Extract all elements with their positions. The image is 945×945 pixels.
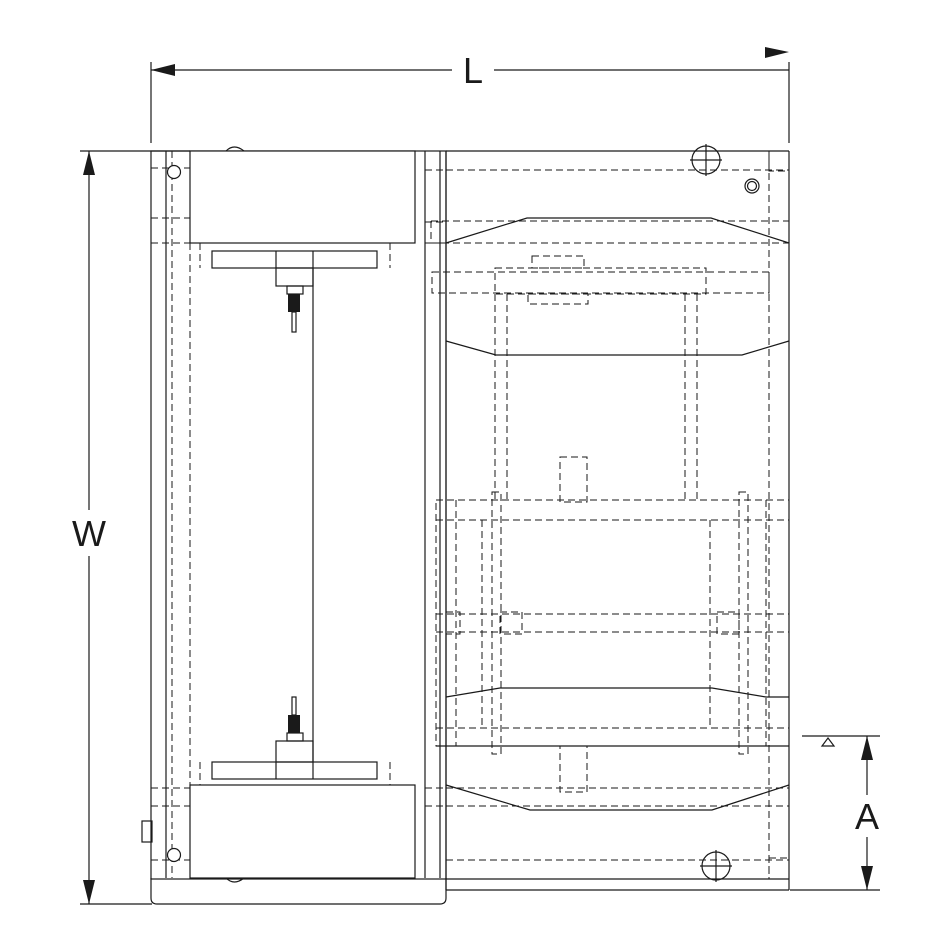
dimension-l-label: L — [463, 50, 483, 91]
level-marker-icon — [820, 737, 836, 747]
top-grip-icon — [288, 294, 300, 312]
arrow-down-icon — [83, 880, 95, 904]
latch-icon — [141, 820, 153, 843]
bottom-head-block — [189, 784, 416, 879]
arrow-left-icon — [151, 64, 175, 76]
arrow-right-icon — [765, 47, 789, 58]
dimension-l: L — [150, 47, 790, 143]
dimension-w-label: W — [72, 513, 106, 554]
arrow-up-icon — [83, 151, 95, 175]
hinge-bottom-icon — [166, 847, 182, 863]
dimension-a: A — [790, 735, 884, 891]
arrow-up-icon — [861, 736, 873, 760]
arrow-down-icon — [861, 866, 873, 890]
screw-icon — [744, 178, 760, 194]
top-head-block — [189, 150, 416, 244]
right-frame — [430, 144, 790, 891]
dimension-w: W — [68, 150, 190, 905]
bottom-grip-icon — [288, 715, 300, 733]
left-cabinet — [141, 146, 447, 905]
bolt-top-icon — [690, 144, 722, 176]
hinge-top-icon — [166, 164, 182, 180]
dimension-a-label: A — [855, 796, 879, 837]
bolt-bottom-icon — [700, 850, 732, 882]
